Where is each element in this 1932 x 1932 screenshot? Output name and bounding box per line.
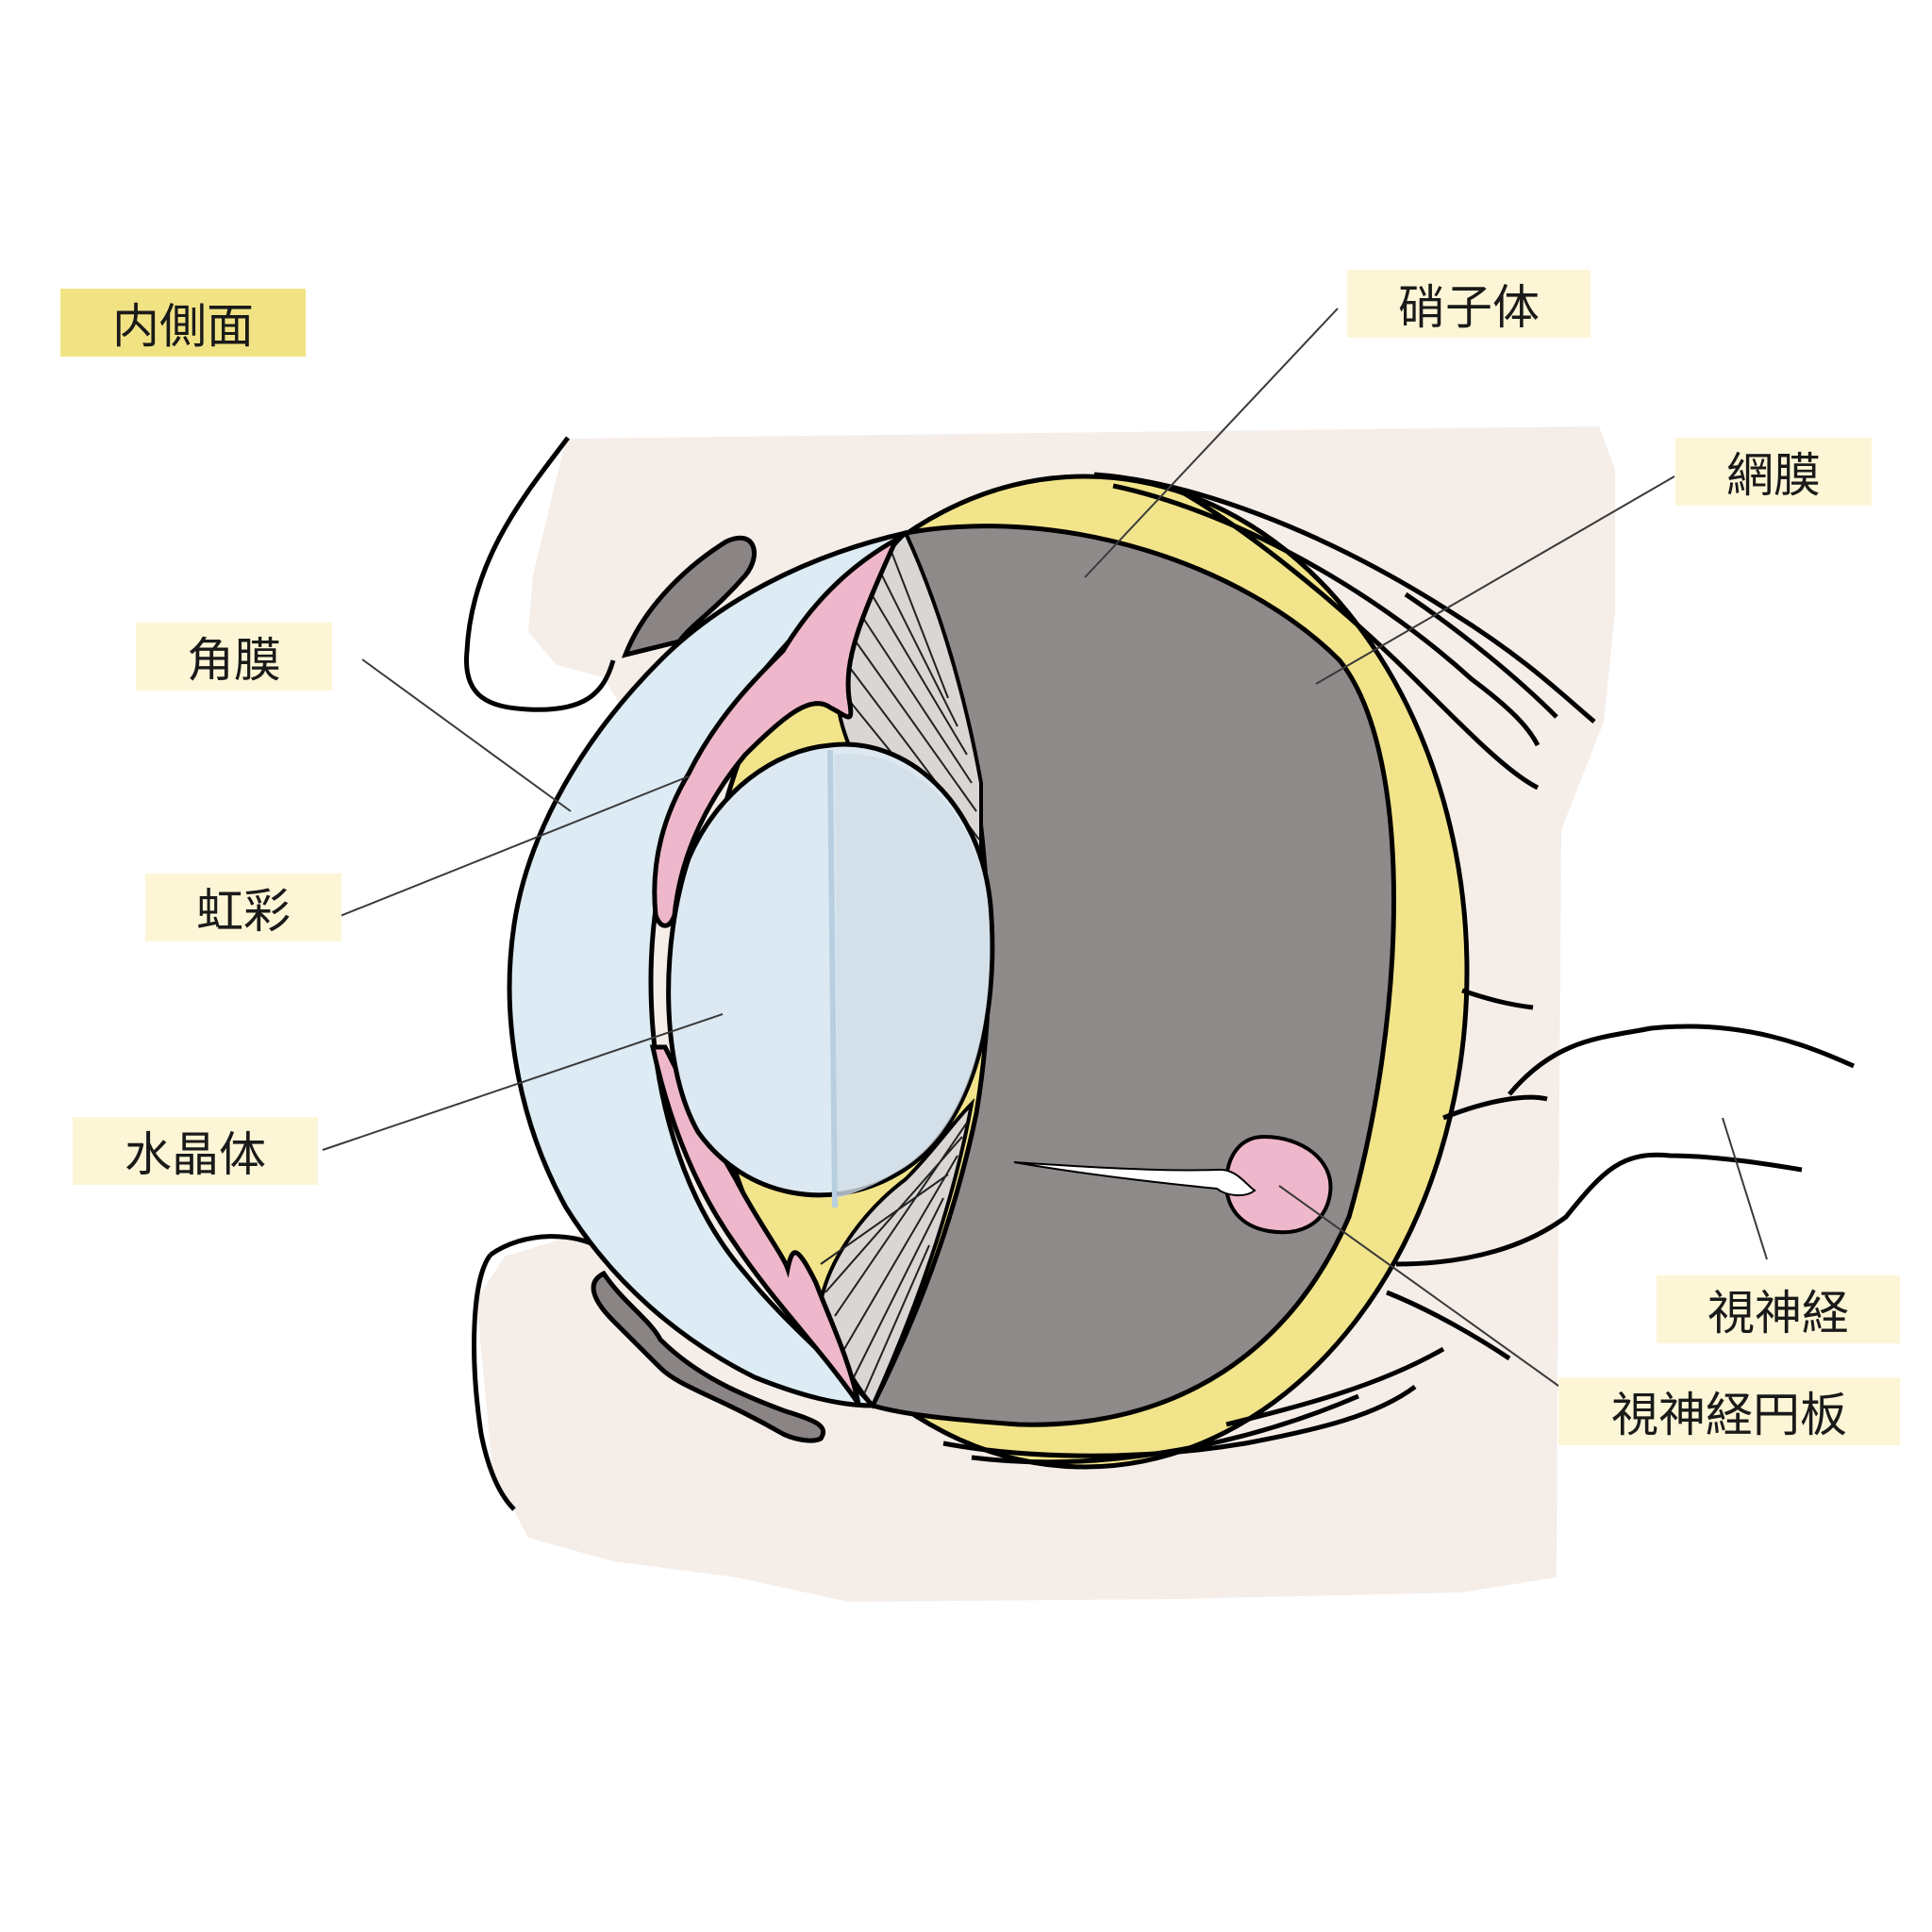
label-optic-nerve: 視神経 [1657, 1275, 1900, 1343]
retinal-vessel [1013, 1161, 1257, 1196]
label-optic-disc: 視神経円板 [1558, 1377, 1900, 1445]
lower-eyelid [472, 1253, 516, 1511]
label-lens: 水晶体 [73, 1117, 318, 1185]
muscle-lines-upper [1093, 472, 1596, 791]
muscle-lines-lower [942, 1290, 1511, 1465]
optic-disc [1224, 1134, 1333, 1235]
leader-retina [1315, 475, 1675, 685]
leader-vitreous [1084, 308, 1339, 578]
label-vitreous: 硝子体 [1347, 270, 1591, 338]
label-iris: 虹彩 [145, 874, 341, 941]
upper-eyelid [463, 436, 616, 712]
lens-shade [835, 754, 991, 1198]
optic-nerve [1395, 988, 1856, 1267]
leader-optic-nerve [1722, 1117, 1768, 1260]
leader-lens [322, 1013, 724, 1151]
lens-equator-line [827, 749, 838, 1208]
leader-cornea [361, 658, 572, 812]
ciliary-fibers-lower [820, 1122, 968, 1397]
leader-lines [322, 308, 1768, 1401]
view-label: 内側面 [60, 289, 306, 357]
lower-eyelid-pad [591, 1270, 825, 1443]
upper-eyelid-pad [621, 535, 757, 658]
label-retina: 網膜 [1675, 438, 1872, 506]
label-cornea: 角膜 [136, 623, 332, 691]
leader-iris [337, 775, 690, 918]
leader-optic-disc [1278, 1185, 1579, 1401]
